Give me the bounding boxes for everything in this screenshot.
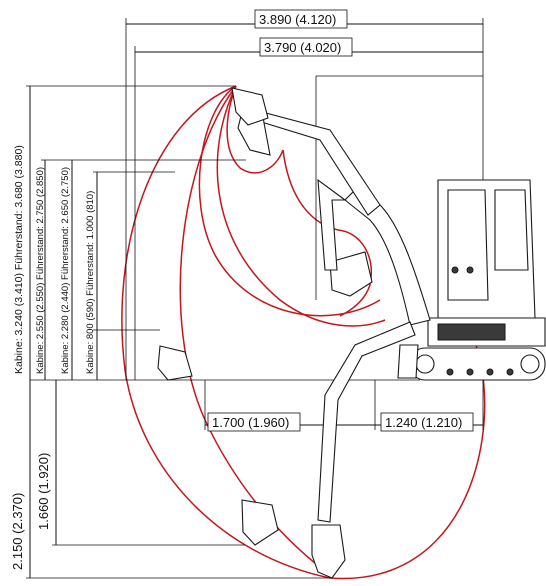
cab-window-side <box>494 189 529 271</box>
deep-arc <box>179 85 331 576</box>
bucket-deepest <box>311 524 346 579</box>
inner-arc-4 <box>337 229 372 317</box>
track-rollers <box>415 354 540 376</box>
dozer-blade <box>397 344 419 379</box>
vertical-wall-depth-label: 1.660 (1.920) <box>36 453 51 530</box>
top-reach-label: 3.890 (4.120) <box>259 12 336 27</box>
inner-arc-1 <box>198 85 381 317</box>
dump-height-label: Kabine: 2.550 (2.550) Führerstand: 2.750… <box>35 167 46 374</box>
outer-reach-arc <box>121 85 486 580</box>
bucket-ground <box>157 345 193 381</box>
second-reach-label: 3.790 (4.020) <box>264 40 341 55</box>
height-4-label: Kabine: 800 (590) Führerstand: 1.000 (81… <box>85 191 96 374</box>
working-range-arcs <box>121 85 486 580</box>
excavator-machine <box>157 87 546 579</box>
cab-window-front <box>447 189 489 301</box>
engine-grille <box>437 323 506 341</box>
height-3-label: Kabine: 2.280 (2.440) Führerstand: 2.650… <box>60 167 71 374</box>
bucket-offset-label: 1.700 (1.960) <box>212 415 289 430</box>
max-dig-depth-label: 2.150 (2.370) <box>10 493 25 570</box>
dimension-labels: 3.890 (4.120) 3.790 (4.020) 1.700 (1.960… <box>10 9 474 570</box>
bucket-top <box>231 87 269 126</box>
bucket-side-deep <box>241 499 279 546</box>
rear-offset-label: 1.240 (1.210) <box>385 415 462 430</box>
max-height-label: Kabine: 3.240 (3.410) Führerstand: 3.680… <box>13 145 25 374</box>
boom <box>344 189 431 326</box>
bucket-mid <box>329 251 373 297</box>
inner-arc-2 <box>226 85 339 231</box>
stick-lowered <box>317 321 416 523</box>
stick-mid <box>317 178 347 271</box>
inner-arc-3 <box>216 85 386 327</box>
